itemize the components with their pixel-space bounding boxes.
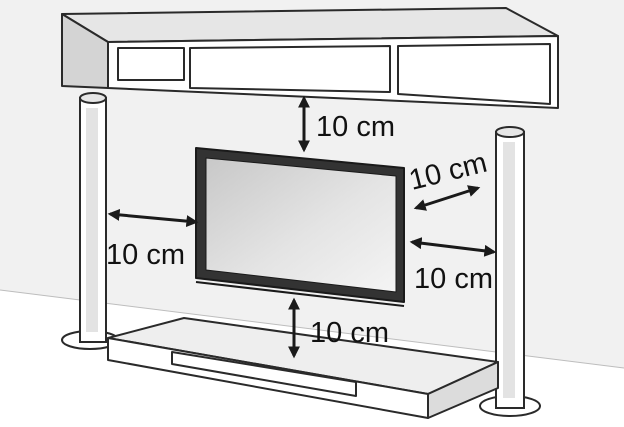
label-left: 10 cm <box>106 239 185 271</box>
label-bottom: 10 cm <box>310 317 389 349</box>
label-top: 10 cm <box>316 111 395 143</box>
television <box>196 148 404 306</box>
label-right: 10 cm <box>414 263 493 295</box>
